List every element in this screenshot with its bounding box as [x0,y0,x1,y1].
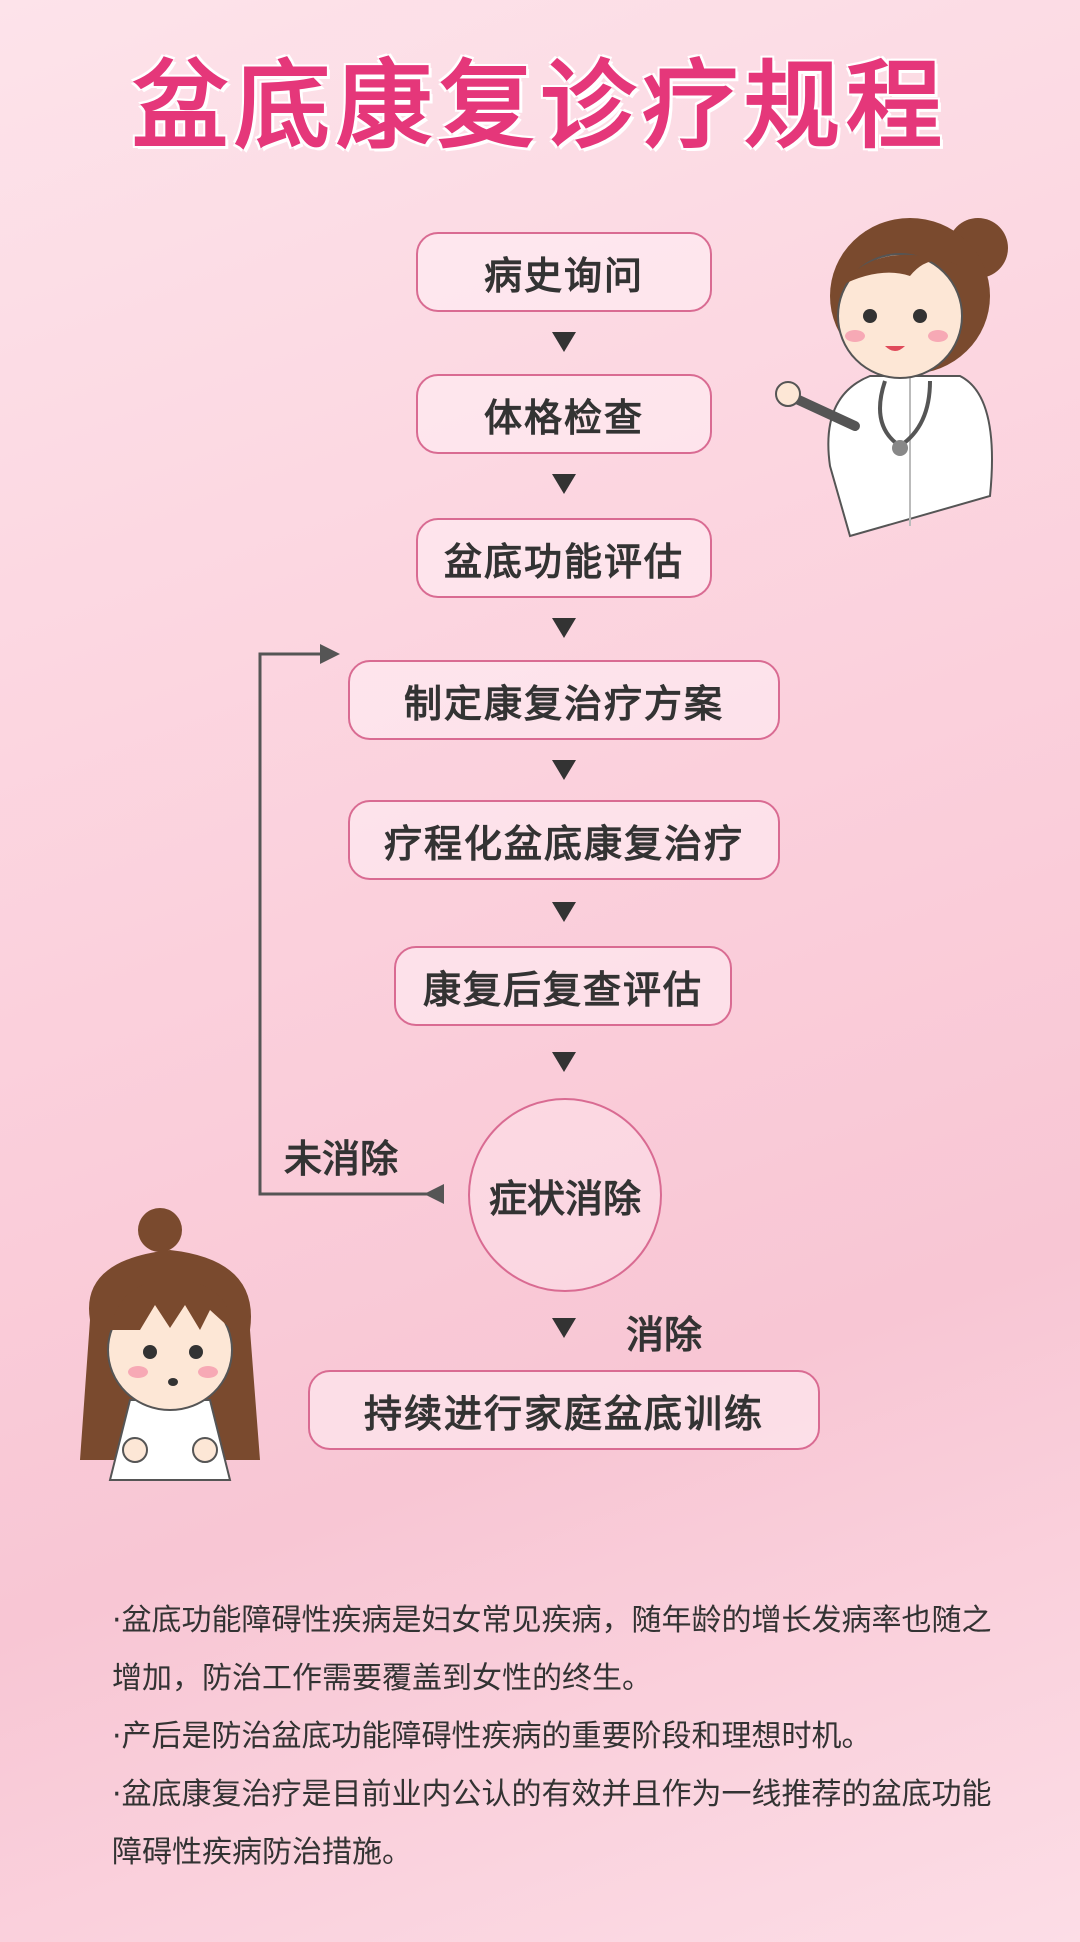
notes-section: ·盆底功能障碍性疾病是妇女常见疾病，随年龄的增长发病率也随之增加，防治工作需要覆… [112,1592,992,1882]
label-resolved: 消除 [626,1313,703,1357]
decision-symptoms-resolved: 症状消除 [468,1098,662,1292]
page-title: 盆底康复诊疗规程 [132,50,948,162]
down-arrow-icon [552,332,576,352]
step-pelvic-assessment: 盆底功能评估 [416,518,712,598]
down-arrow-icon [552,760,576,780]
label-not-resolved: 未消除 [284,1137,399,1181]
note-item: ·盆底功能障碍性疾病是妇女常见疾病，随年龄的增长发病率也随之增加，防治工作需要覆… [112,1603,992,1696]
step-physical-exam: 体格检查 [416,374,712,454]
down-arrow-icon [552,474,576,494]
down-arrow-icon [552,618,576,638]
step-home-training: 持续进行家庭盆底训练 [308,1370,820,1450]
down-arrow-icon [552,1052,576,1072]
note-item: ·产后是防治盆底功能障碍性疾病的重要阶段和理想时机。 [112,1719,872,1754]
down-arrow-icon [552,902,576,922]
step-treatment-plan: 制定康复治疗方案 [348,660,780,740]
doctor-illustration [775,218,1008,538]
step-course-treatment: 疗程化盆底康复治疗 [348,800,780,880]
girl-illustration [80,1208,260,1481]
note-item: ·盆底康复治疗是目前业内公认的有效并且作为一线推荐的盆底功能障碍性疾病防治措施。 [112,1777,992,1870]
step-history-inquiry: 病史询问 [416,232,712,312]
step-review-assessment: 康复后复查评估 [394,946,732,1026]
down-arrow-icon [552,1318,576,1338]
